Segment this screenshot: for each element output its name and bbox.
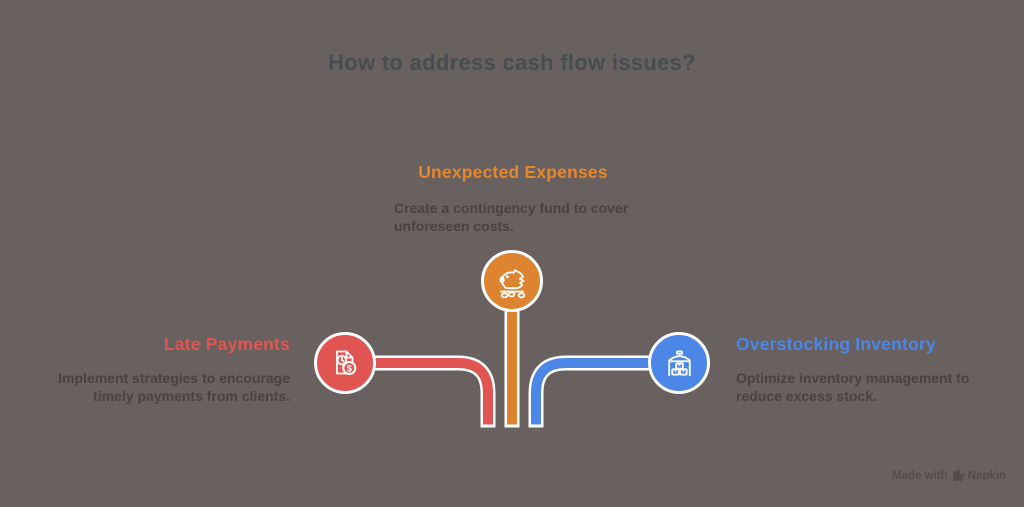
overstocking-inventory-node (648, 332, 710, 394)
late-payments-node: $ (314, 332, 376, 394)
unexpected-expenses-description: Create a contingency fund to cover unfor… (394, 200, 629, 235)
watermark-brand: Napkin (967, 470, 1006, 482)
warehouse-boxes-icon (667, 349, 691, 376)
late-payments-heading: Late Payments (163, 334, 290, 354)
broken-piggy-bank-icon (499, 269, 526, 299)
overstocking-inventory-section: Overstocking Inventory Optimize inventor… (736, 334, 984, 405)
unexpected-expenses-heading: Unexpected Expenses (418, 162, 608, 182)
invoice-clock-dollar-icon: $ (336, 350, 357, 375)
late-payments-connector (345, 355, 496, 428)
overstocking-inventory-connector (528, 355, 679, 428)
watermark-prefix: Made with (892, 470, 948, 482)
svg-text:$: $ (347, 363, 353, 374)
page-title: How to address cash flow issues? (328, 50, 696, 75)
unexpected-expenses-section: Unexpected Expenses Create a contingency… (394, 162, 632, 235)
overstocking-inventory-heading: Overstocking Inventory (736, 334, 936, 354)
late-payments-description: Implement strategies to encourage timely… (58, 370, 290, 405)
napkin-watermark[interactable]: Made with Napkin (892, 469, 1006, 482)
overstocking-inventory-description: Optimize inventory management to reduce … (736, 370, 970, 405)
unexpected-expenses-node (481, 250, 543, 312)
late-payments-section: Late Payments Implement strategies to en… (48, 334, 290, 405)
napkin-logo-icon (952, 469, 965, 481)
